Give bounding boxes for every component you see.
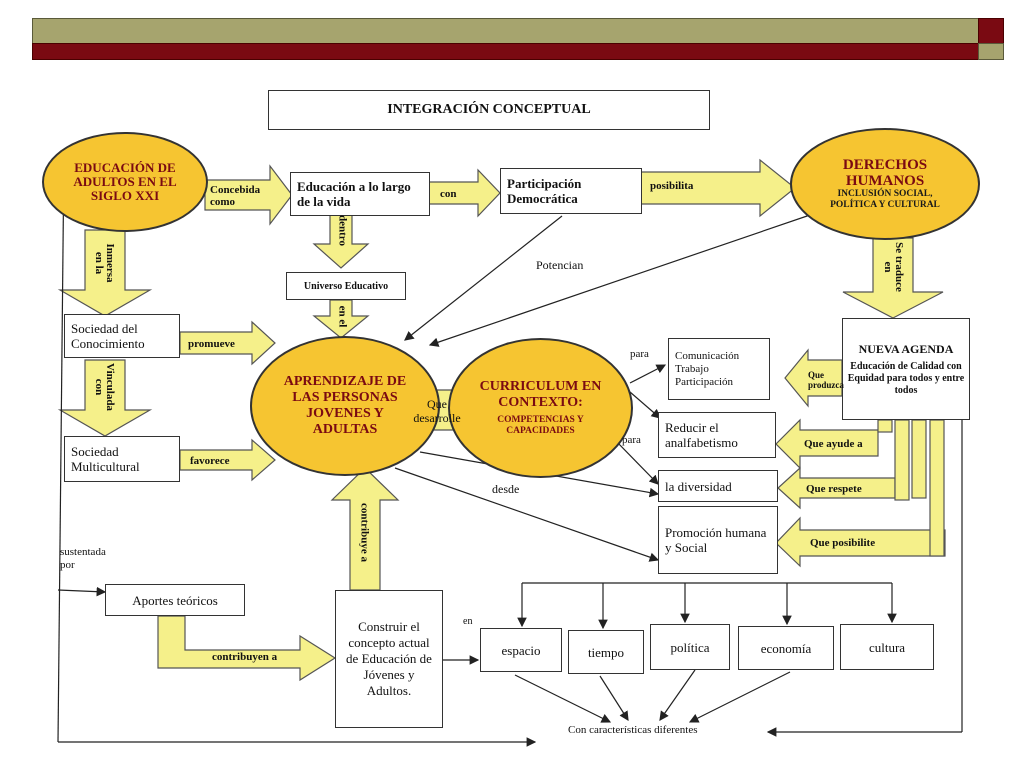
arrow-contribuye (330, 467, 400, 591)
label-vinculada: Vinculada con (93, 363, 116, 411)
oval-curriculum-subtitle: COMPETENCIAS Y CAPACIDADES (497, 415, 584, 436)
box-espacio: espacio (480, 628, 562, 672)
arrow-que-posibilite (775, 516, 946, 568)
arrow-en-el (312, 299, 370, 339)
label-que-desarrolle: Que desarrolle (413, 397, 461, 425)
box-diversidad: la diversidad (658, 470, 778, 502)
box-participacion: Participación Democrática (500, 168, 642, 214)
label-concebida-como: Concebida como (210, 184, 261, 208)
box-politica: política (650, 624, 730, 670)
arrow-que-respete (777, 466, 896, 510)
arrow-se-traduce (842, 237, 944, 319)
box-sociedad-conocimiento: Sociedad del Conocimiento (64, 314, 180, 358)
arrow-posibilita (640, 158, 796, 218)
label-posibilita: posibilita (650, 180, 694, 192)
box-educacion-vida: Educación a lo largo de la vida (290, 172, 430, 216)
header-square-red (978, 18, 1004, 44)
box-promocion: Promoción humana y Social (658, 506, 778, 574)
arrow-con (427, 168, 501, 218)
arrow-vinculada (57, 359, 153, 437)
box-construir: Construir el concepto actual de Educació… (335, 590, 443, 728)
label-contribuyen-a: contribuyen a (212, 651, 278, 663)
box-universo-educativo: Universo Educativo (286, 272, 406, 300)
box-sociedad-multicultural: Sociedad Multicultural (64, 436, 180, 482)
box-nueva-agenda: NUEVA AGENDA Educación de Calidad con Eq… (842, 318, 970, 420)
box-comunicacion: Comunicación Trabajo Participación (668, 338, 770, 400)
label-para-2: para (622, 434, 641, 446)
label-en: en (463, 616, 473, 627)
page-title: INTEGRACIÓN CONCEPTUAL (268, 90, 710, 130)
oval-aprendizaje: APRENDIZAJE DE LAS PERSONAS JOVENES Y AD… (250, 336, 440, 476)
label-inmersa: Inmersa en la (93, 243, 116, 283)
label-con: con (440, 188, 457, 200)
label-promueve: promueve (188, 338, 235, 350)
label-que-ayude: Que ayude a (804, 438, 863, 450)
arrow-concebida (204, 164, 293, 226)
oval-educacion-text: EDUCACIÓN DE ADULTOS EN EL SIGLO XXI (73, 160, 177, 203)
label-para-1: para (630, 348, 649, 360)
label-favorece: favorece (190, 455, 230, 467)
box-tiempo: tiempo (568, 630, 644, 674)
label-que-posibilite: Que posibilite (810, 537, 876, 549)
label-sustentada-por: sustentada por (60, 546, 106, 571)
oval-aprendizaje-text: APRENDIZAJE DE LAS PERSONAS JOVENES Y AD… (283, 374, 407, 437)
arrow-inmersa (57, 229, 153, 317)
arrow-contribuyen (157, 615, 337, 682)
label-que-respete: Que respete (806, 483, 862, 495)
label-en-el: en el (336, 305, 349, 328)
arrow-que-produzca (784, 348, 843, 408)
oval-curriculum-title: CURRICULUM EN CONTEXTO: (479, 379, 602, 410)
box-aportes: Aportes teóricos (105, 584, 245, 616)
oval-derechos-subtitle: INCLUSIÓN SOCIAL, POLÍTICA Y CULTURAL (830, 189, 940, 210)
arrow-dentro (312, 214, 370, 269)
label-que-produzca: Que produzca (808, 370, 844, 390)
arrow-favorece (179, 438, 276, 482)
label-contribuye-a: contribuye a (358, 503, 371, 562)
box-cultura: cultura (840, 624, 934, 670)
label-se-traduce: Se traduce en (882, 242, 905, 292)
box-reducir: Reducir el analfabetismo (658, 412, 776, 458)
arrow-que-ayude (775, 418, 879, 470)
label-con-caracteristicas: Con características diferentes (568, 724, 698, 736)
arrow-promueve (179, 320, 276, 366)
oval-derechos-humanos: DERECHOS HUMANOS INCLUSIÓN SOCIAL, POLÍT… (790, 128, 980, 240)
nueva-agenda-body: Educación de Calidad con Equidad para to… (847, 360, 965, 396)
box-economia: economía (738, 626, 834, 670)
label-desde: desde (492, 482, 520, 496)
label-dentro: dentro (336, 215, 349, 246)
oval-derechos-title: DERECHOS HUMANOS (842, 157, 928, 189)
oval-curriculum: CURRICULUM EN CONTEXTO: COMPETENCIAS Y C… (448, 338, 633, 478)
label-potencian: Potencian (536, 258, 584, 272)
nueva-agenda-title: NUEVA AGENDA (858, 341, 954, 356)
header-square-olive (978, 43, 1004, 60)
oval-educacion-adultos: EDUCACIÓN DE ADULTOS EN EL SIGLO XXI (42, 132, 208, 232)
